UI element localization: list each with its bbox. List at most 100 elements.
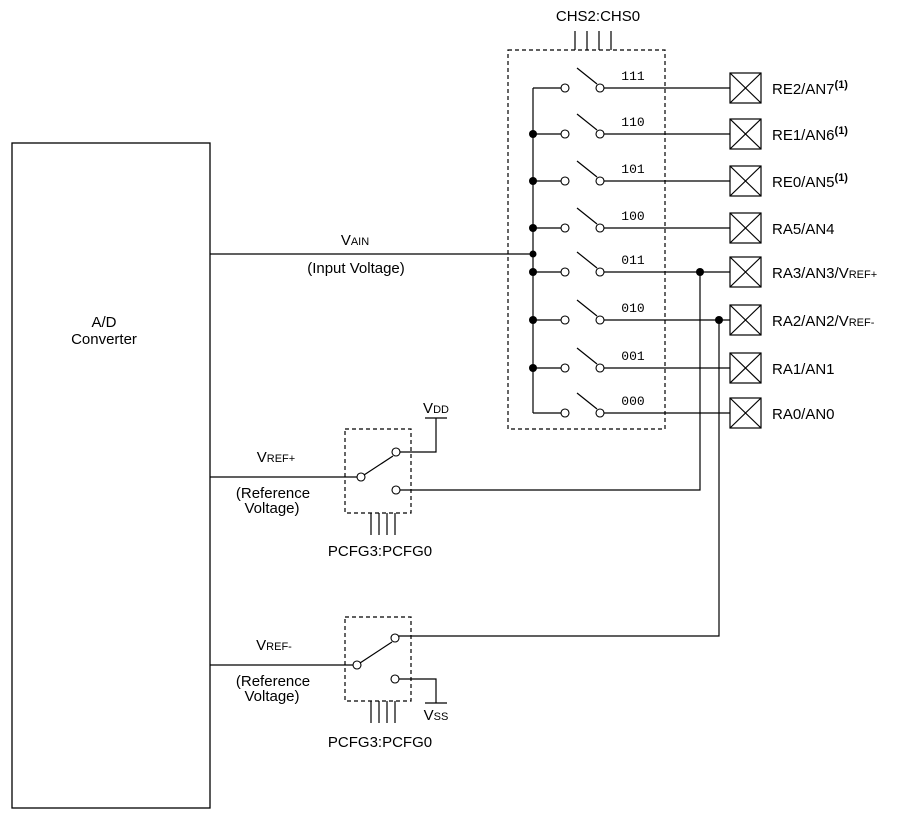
vref-minus-desc-line1: (Reference xyxy=(236,673,310,690)
vref-plus-terminal-vdd xyxy=(391,447,401,457)
vref-plus-switch-arm xyxy=(363,455,394,476)
vref-minus-switch-arm xyxy=(359,641,393,664)
channel-select-code: 111 xyxy=(621,69,645,84)
vref-plus-pin-junction-dot xyxy=(696,268,704,276)
pin-label: RA1/AN1 xyxy=(772,361,835,378)
chs-select-label: CHS2:CHS0 xyxy=(556,8,640,25)
vain-description: (Input Voltage) xyxy=(307,260,405,277)
vref-minus-terminal-pin xyxy=(390,633,400,643)
vdd-label: VDD xyxy=(423,400,449,417)
pin-label: RA0/AN0 xyxy=(772,406,835,423)
ad-converter-label-line1: A/D xyxy=(91,314,116,331)
channel-switch-left-contact xyxy=(560,223,570,233)
channel-switch-right-contact xyxy=(595,129,605,139)
bus-junction-dot xyxy=(529,364,537,372)
channel-select-code: 101 xyxy=(621,162,645,177)
pin-footnote: (1) xyxy=(835,125,849,137)
vss-wire xyxy=(399,678,437,703)
channel-switch-arm xyxy=(576,160,598,178)
channel-switch-right-contact xyxy=(595,315,605,325)
pcfg-label-bottom: PCFG3:PCFG0 xyxy=(328,734,432,751)
vref-plus-switch-pivot xyxy=(356,472,366,482)
channel-switch-right-contact xyxy=(595,408,605,418)
vref-plus-desc-line2: Voltage) xyxy=(244,500,299,517)
channel-switch-left-contact xyxy=(560,363,570,373)
channel-switch-left-contact xyxy=(560,267,570,277)
bus-junction-dot xyxy=(529,268,537,276)
pcfg-label-top: PCFG3:PCFG0 xyxy=(328,543,432,560)
pin-label: RE2/AN7(1) xyxy=(772,79,848,98)
pin-label: RE1/AN6(1) xyxy=(772,125,848,144)
vref-plus-switch-box xyxy=(344,428,412,514)
channel-switch-left-contact xyxy=(560,176,570,186)
channel-select-code: 100 xyxy=(621,209,644,224)
channel-switch-arm xyxy=(576,67,598,85)
channel-switch-left-contact xyxy=(560,315,570,325)
vref-plus-label: VREF+ xyxy=(257,449,295,466)
pin-box-cross xyxy=(729,256,762,288)
channel-switch-arm xyxy=(576,113,598,131)
vref-plus-feedback-wire xyxy=(400,272,701,491)
pin-footnote: (1) xyxy=(835,172,849,184)
bus-junction-dot xyxy=(529,316,537,324)
pin-footnote: (1) xyxy=(835,79,849,91)
channel-switch-right-contact xyxy=(595,267,605,277)
bus-junction-dot xyxy=(529,224,537,232)
analog-mux-box xyxy=(507,49,666,430)
pin-box-cross xyxy=(729,118,762,150)
ad-converter-block xyxy=(11,142,211,809)
pin-label: RA5/AN4 xyxy=(772,221,835,238)
channel-select-code: 001 xyxy=(621,349,645,364)
vref-minus-pin-junction-dot xyxy=(715,316,723,324)
vain-junction-dot xyxy=(529,250,537,258)
channel-select-code: 010 xyxy=(621,301,644,316)
pin-box-cross xyxy=(729,165,762,197)
vain-label: VAIN xyxy=(341,232,369,249)
channel-switch-left-contact xyxy=(560,408,570,418)
vref-minus-desc-line2: Voltage) xyxy=(244,688,299,705)
pin-box-cross xyxy=(729,72,762,104)
pin-box-cross xyxy=(729,352,762,384)
pin-label: RA2/AN2/VREF- xyxy=(772,313,875,330)
vref-plus-terminal-pin xyxy=(391,485,401,495)
vref-minus-switch-box xyxy=(344,616,412,702)
pin-box-cross xyxy=(729,212,762,244)
bus-junction-dot xyxy=(529,177,537,185)
vref-minus-terminal-vss xyxy=(390,674,400,684)
channel-switch-arm xyxy=(576,251,598,269)
channel-switch-right-contact xyxy=(595,363,605,373)
vref-minus-switch-pivot xyxy=(352,660,362,670)
channel-select-code: 110 xyxy=(621,115,644,130)
pin-label: RA3/AN3/VREF+ xyxy=(772,265,877,282)
pin-box-cross xyxy=(729,397,762,429)
channel-select-code: 011 xyxy=(621,253,645,268)
channel-switch-right-contact xyxy=(595,176,605,186)
channel-switch-arm xyxy=(576,299,598,317)
channel-switch-right-contact xyxy=(595,223,605,233)
vref-plus-config-lines xyxy=(370,513,396,535)
pin-box-cross xyxy=(729,304,762,336)
pin-label: RE0/AN5(1) xyxy=(772,172,848,191)
vss-label: VSS xyxy=(424,707,449,724)
vdd-wire xyxy=(400,418,437,453)
channel-switch-left-contact xyxy=(560,129,570,139)
chs-select-lines xyxy=(574,31,612,50)
channel-switch-left-contact xyxy=(560,83,570,93)
channel-rows: 111RE2/AN7(1)110RE1/AN6(1)101RE0/AN5(1)1… xyxy=(529,67,877,429)
vref-minus-config-lines xyxy=(370,701,396,723)
ad-converter-label-line2: Converter xyxy=(71,331,137,348)
bus-junction-dot xyxy=(529,130,537,138)
vref-minus-feedback-wire xyxy=(399,320,720,637)
channel-switch-arm xyxy=(576,392,598,410)
channel-select-code: 000 xyxy=(621,394,644,409)
vref-plus-desc-line1: (Reference xyxy=(236,485,310,502)
